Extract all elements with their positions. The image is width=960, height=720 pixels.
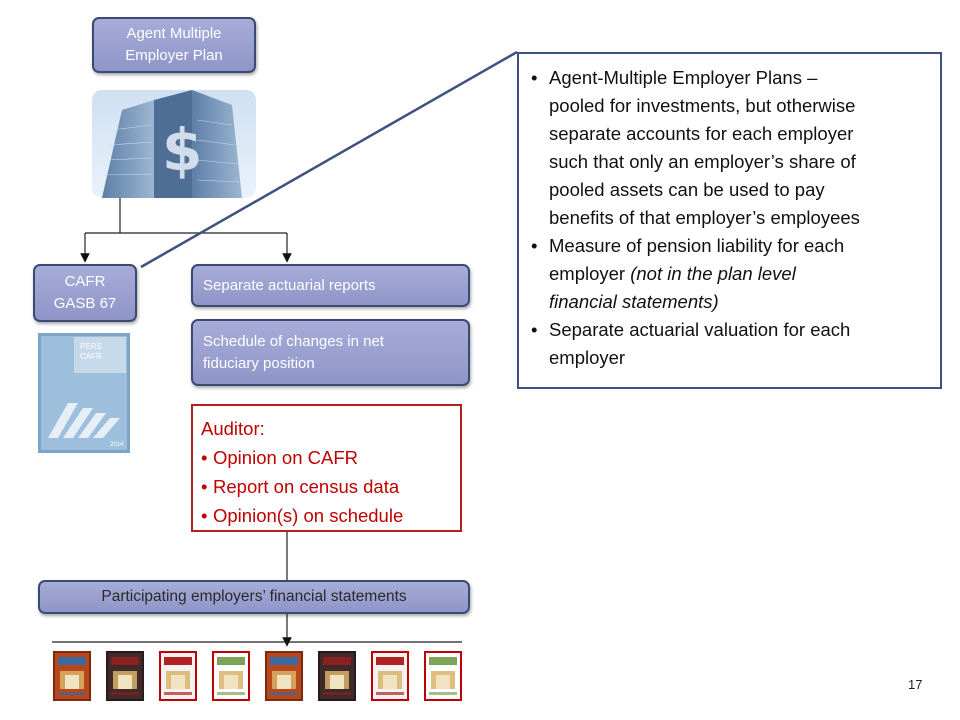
agent-multiple-employer-plan-box: Agent Multiple Employer Plan (92, 17, 256, 73)
callout-b3-line2: employer (549, 347, 626, 368)
callout-bullet-3: Separate actuarial valuation for each em… (529, 316, 930, 372)
callout-bullet-1: Agent-Multiple Employer Plans – pooled f… (529, 64, 930, 232)
callout-bullet-2: Measure of pension liability for each em… (529, 232, 930, 316)
auditor-item: Opinion on CAFR (201, 443, 452, 472)
financial-report-thumbnail-icon (371, 651, 409, 701)
auditor-list: Opinion on CAFR Report on census data Op… (201, 443, 452, 530)
cafr-cover-line1: PERS (80, 342, 102, 351)
auditor-box: Auditor: Opinion on CAFR Report on censu… (191, 404, 462, 532)
callout-b1-line: pooled assets can be used to pay (549, 179, 825, 200)
schedule-line2: fiduciary position (203, 354, 315, 372)
financial-report-thumbnail-icon (106, 651, 144, 701)
callout-b3-line1: Separate actuarial valuation for each (549, 319, 851, 340)
participating-employers-box: Participating employers’ financial state… (38, 580, 470, 614)
financial-report-thumbnail-icon (53, 651, 91, 701)
callout-b2-line2-plain: employer (549, 263, 631, 284)
report-cover-icon: PERS CAFR 2014 (38, 333, 130, 453)
auditor-item: Report on census data (201, 472, 452, 501)
cafr-gasb67-box: CAFR GASB 67 (33, 264, 137, 322)
cafr-box-line1: CAFR (64, 273, 106, 290)
financial-report-thumbnail-icon (212, 651, 250, 701)
skyscraper-dollar-icon: $ (92, 90, 256, 198)
callout-b1-line: pooled for investments, but otherwise (549, 95, 856, 116)
separate-actuarial-reports-box: Separate actuarial reports (191, 264, 470, 307)
participating-label: Participating employers’ financial state… (101, 588, 407, 605)
financial-report-thumbnail-icon (159, 651, 197, 701)
schedule-of-changes-box: Schedule of changes in net fiduciary pos… (191, 319, 470, 386)
auditor-title: Auditor: (201, 418, 265, 439)
svg-text:$: $ (162, 116, 202, 184)
callout-box: Agent-Multiple Employer Plans – pooled f… (517, 52, 942, 389)
callout-b1-line: benefits of that employer’s employees (549, 207, 860, 228)
page-number: 17 (908, 677, 923, 692)
financial-report-thumbnail-icon (265, 651, 303, 701)
callout-b1-line: separate accounts for each employer (549, 123, 854, 144)
callout-b2-line1: Measure of pension liability for each (549, 235, 845, 256)
callout-b1-line: Agent-Multiple Employer Plans – (549, 67, 818, 88)
financial-report-thumbnail-icon (424, 651, 462, 701)
cafr-box-line2: GASB 67 (53, 295, 117, 312)
auditor-item: Opinion(s) on schedule (201, 501, 452, 530)
actuarial-reports-label: Separate actuarial reports (203, 276, 376, 294)
cafr-cover-year: 2014 (110, 442, 124, 448)
schedule-line1: Schedule of changes in net (203, 332, 384, 350)
callout-b2-line3-italic: financial statements) (549, 291, 719, 312)
callout-b1-line: such that only an employer’s share of (549, 151, 856, 172)
callout-b2-line2-italic: (not in the plan level (630, 263, 796, 284)
financial-report-thumbnail-icon (318, 651, 356, 701)
plan-box-line1: Agent Multiple (126, 25, 222, 42)
plan-box-line2: Employer Plan (125, 47, 223, 64)
cafr-cover-line2: CAFR (80, 352, 102, 361)
